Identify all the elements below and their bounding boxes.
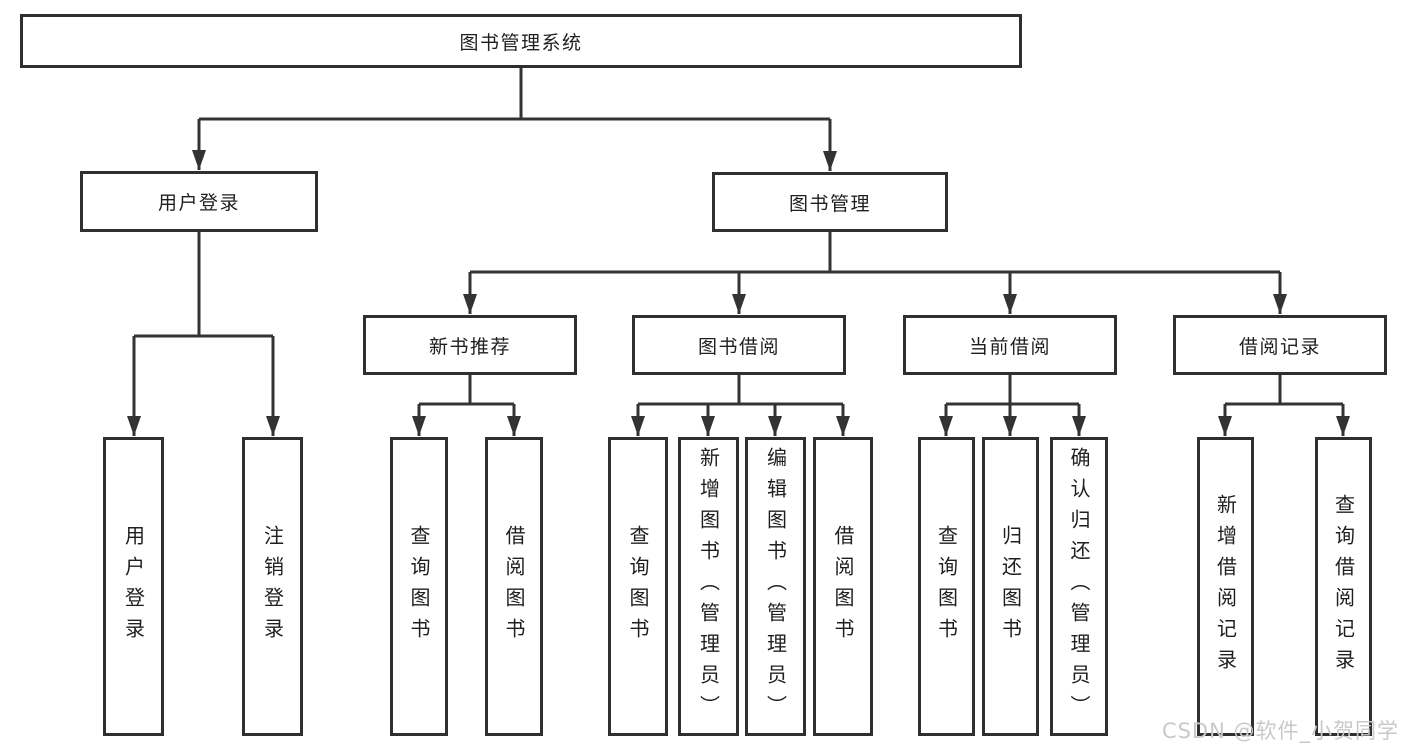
node-label: 归还图书 bbox=[998, 524, 1023, 649]
node-current-borrowing: 当前借阅 bbox=[903, 315, 1117, 375]
node-label: 借阅图书 bbox=[831, 524, 855, 649]
node-label: 图书管理系统 bbox=[459, 31, 583, 54]
leaf-borrow-query-books: 查询图书 bbox=[608, 437, 668, 736]
node-label: 编辑图书（管理员） bbox=[763, 447, 788, 726]
leaf-current-query-books: 查询图书 bbox=[918, 437, 975, 736]
node-book-management: 图书管理 bbox=[712, 172, 948, 232]
node-borrowing-records: 借阅记录 bbox=[1173, 315, 1387, 375]
leaf-borrow-borrow-books: 借阅图书 bbox=[813, 437, 873, 736]
connector-arrows bbox=[127, 119, 1350, 436]
leaf-current-return-books: 归还图书 bbox=[982, 437, 1039, 736]
node-label: 查询图书 bbox=[934, 524, 959, 649]
leaf-newbook-borrow-books: 借阅图书 bbox=[485, 437, 543, 736]
node-label: 新增借阅记录 bbox=[1213, 493, 1238, 680]
node-label: 新书推荐 bbox=[428, 335, 511, 358]
leaf-record-add-record: 新增借阅记录 bbox=[1197, 437, 1254, 736]
leaf-current-confirm-return-admin: 确认归还（管理员） bbox=[1050, 437, 1108, 736]
node-label: 新增图书（管理员） bbox=[696, 447, 721, 726]
node-label: 用户登录 bbox=[121, 524, 146, 649]
leaf-borrow-edit-books-admin: 编辑图书（管理员） bbox=[745, 437, 806, 736]
node-label: 注销登录 bbox=[260, 524, 285, 649]
leaf-borrow-add-books-admin: 新增图书（管理员） bbox=[678, 437, 739, 736]
node-new-book-recommend: 新书推荐 bbox=[363, 315, 577, 375]
node-label: 查询图书 bbox=[626, 524, 650, 649]
node-user-login: 用户登录 bbox=[80, 171, 318, 232]
node-label: 借阅图书 bbox=[502, 524, 526, 649]
node-label: 确认归还（管理员） bbox=[1067, 447, 1091, 726]
node-library-management-system: 图书管理系统 bbox=[20, 14, 1022, 68]
leaf-newbook-query-books: 查询图书 bbox=[390, 437, 448, 736]
node-label: 查询图书 bbox=[407, 524, 431, 649]
leaf-record-query-record: 查询借阅记录 bbox=[1315, 437, 1372, 736]
leaf-logout: 注销登录 bbox=[242, 437, 303, 736]
node-label: 借阅记录 bbox=[1238, 335, 1321, 358]
watermark: CSDN @软件_小贺同学 bbox=[1161, 719, 1399, 743]
node-label: 图书管理 bbox=[788, 192, 871, 215]
node-label: 当前借阅 bbox=[968, 335, 1051, 358]
node-label: 查询借阅记录 bbox=[1331, 493, 1356, 680]
node-label: 用户登录 bbox=[157, 192, 240, 214]
node-label: 图书借阅 bbox=[697, 335, 780, 358]
node-book-borrowing: 图书借阅 bbox=[632, 315, 846, 375]
connector-skeleton bbox=[134, 68, 1343, 406]
leaf-user-login: 用户登录 bbox=[103, 437, 164, 736]
